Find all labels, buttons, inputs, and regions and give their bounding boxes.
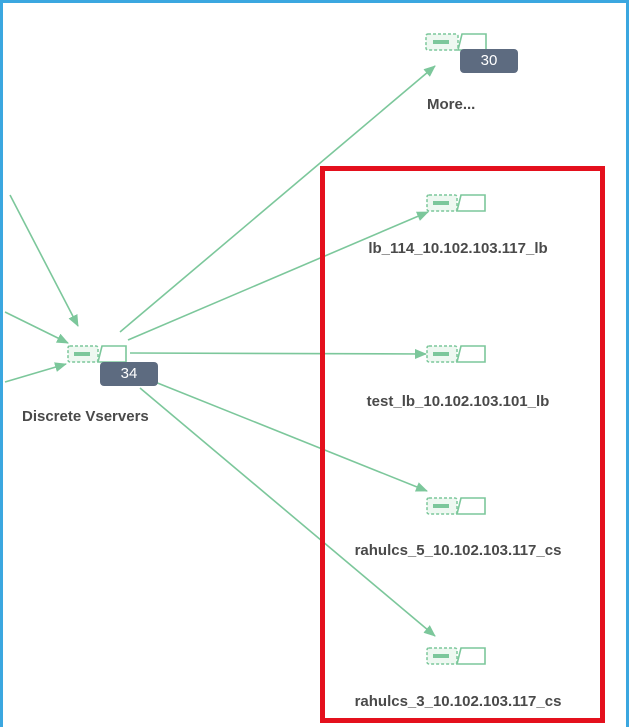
edge-incoming-2[interactable] [4, 311, 69, 344]
vserver-icon[interactable] [425, 342, 489, 373]
vserver-icon [426, 345, 486, 363]
node-label-discrete-vservers[interactable]: Discrete Vservers [22, 408, 149, 425]
selection-highlight-box [320, 166, 605, 723]
edge-to-rahulcs-3[interactable] [139, 387, 436, 637]
vserver-icon [426, 194, 486, 212]
edge-to-more[interactable] [119, 65, 436, 333]
vserver-icon[interactable] [425, 644, 489, 675]
vserver-icon [426, 497, 486, 515]
edge-to-test-lb[interactable] [129, 348, 427, 359]
vserver-icon[interactable] [424, 30, 488, 61]
edge-incoming-3[interactable] [4, 362, 67, 383]
count-badge-more[interactable]: 30 [460, 49, 518, 73]
edge-to-rahulcs-5[interactable] [154, 381, 428, 492]
vserver-icon [426, 647, 486, 665]
node-label-test-lb[interactable]: test_lb_10.102.103.101_lb [366, 393, 550, 410]
vserver-icon [425, 33, 487, 51]
vserver-icon[interactable] [425, 191, 489, 222]
node-label-rahulcs-3[interactable]: rahulcs_3_10.102.103.117_cs [354, 693, 562, 710]
count-badge-discrete[interactable]: 34 [100, 362, 158, 386]
edge-incoming-1[interactable] [9, 194, 79, 327]
node-label-lb-114[interactable]: lb_114_10.102.103.117_lb [368, 240, 548, 257]
vserver-icon[interactable] [66, 342, 130, 373]
node-label-rahulcs-5[interactable]: rahulcs_5_10.102.103.117_cs [354, 542, 562, 559]
vserver-icon[interactable] [425, 494, 489, 525]
node-label-more[interactable]: More... [427, 96, 476, 113]
edge-to-lb-114[interactable] [127, 211, 429, 341]
vserver-icon [67, 345, 127, 363]
